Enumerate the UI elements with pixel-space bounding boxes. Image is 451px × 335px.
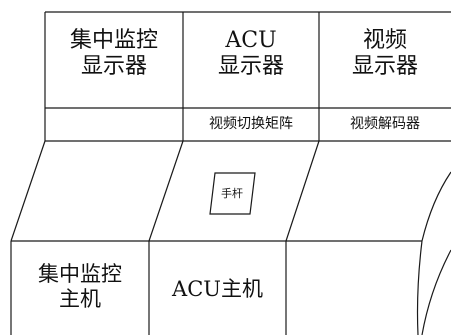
- video-decoder-label: 视频解码器: [350, 116, 420, 132]
- console-right-curve: [416, 240, 423, 335]
- desk-edge-mid-2: [285, 140, 320, 242]
- video-switch-matrix-label: 视频切换矩阵: [209, 116, 293, 132]
- central-monitor-display-label: 集中监控 显示器: [69, 28, 158, 79]
- console-right-curve-2: [421, 249, 451, 335]
- central-monitor-host-label: 集中监控 主机: [38, 262, 122, 311]
- acu-host-label: ACU主机: [172, 277, 263, 301]
- joystick-pad: [209, 172, 256, 215]
- joystick-label: 手杆: [221, 187, 243, 200]
- desk-edge-left: [10, 140, 46, 242]
- video-display-label: 视频 显示器: [351, 28, 418, 79]
- desk-edge-right-curve: [421, 171, 451, 242]
- acu-display-label: ACU 显示器: [217, 28, 284, 79]
- desk-edge-mid-1: [148, 140, 184, 242]
